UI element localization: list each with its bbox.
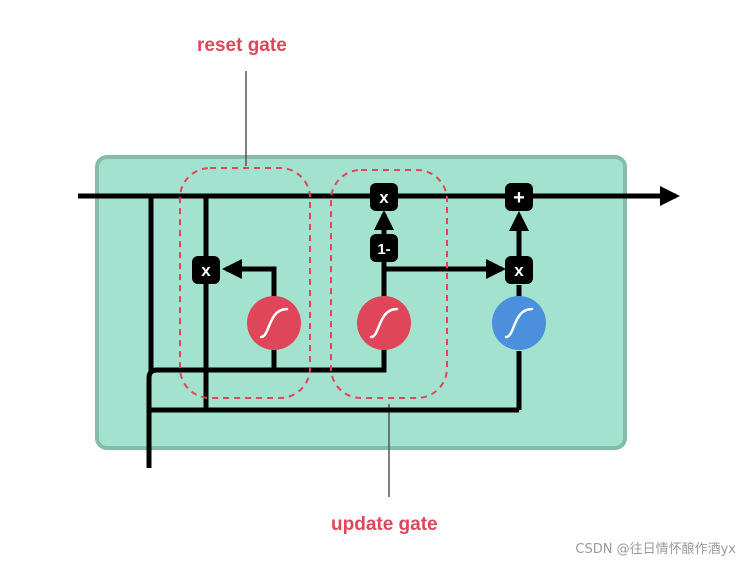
candidate-multiply-op: x: [505, 256, 533, 284]
sigmoid-icon: [369, 307, 399, 339]
reset-gate-outline: [179, 167, 311, 399]
update-gate-label: update gate: [331, 514, 438, 535]
one-minus-op: 1-: [370, 234, 398, 262]
reset-gate-label: reset gate: [197, 35, 287, 56]
svg-text:x: x: [514, 261, 524, 280]
reset-sigmoid: [247, 296, 301, 350]
update-sigmoid: [357, 296, 411, 350]
add-op: +: [505, 183, 533, 211]
update-gate-outline: [330, 169, 448, 399]
update-multiply-op: x: [370, 183, 398, 211]
sigmoid-icon: [259, 307, 289, 339]
watermark: CSDN @往日情怀酿作酒yx: [575, 542, 736, 557]
candidate-tanh: [492, 296, 546, 350]
tanh-icon: [504, 307, 534, 339]
reset-to-multiply: [222, 259, 277, 297]
cell-body: [95, 155, 627, 450]
reset-multiply-op: x: [192, 256, 220, 284]
svg-text:1-: 1-: [377, 241, 390, 258]
svg-text:x: x: [379, 188, 389, 207]
svg-text:+: +: [513, 187, 525, 209]
svg-text:x: x: [201, 261, 211, 280]
